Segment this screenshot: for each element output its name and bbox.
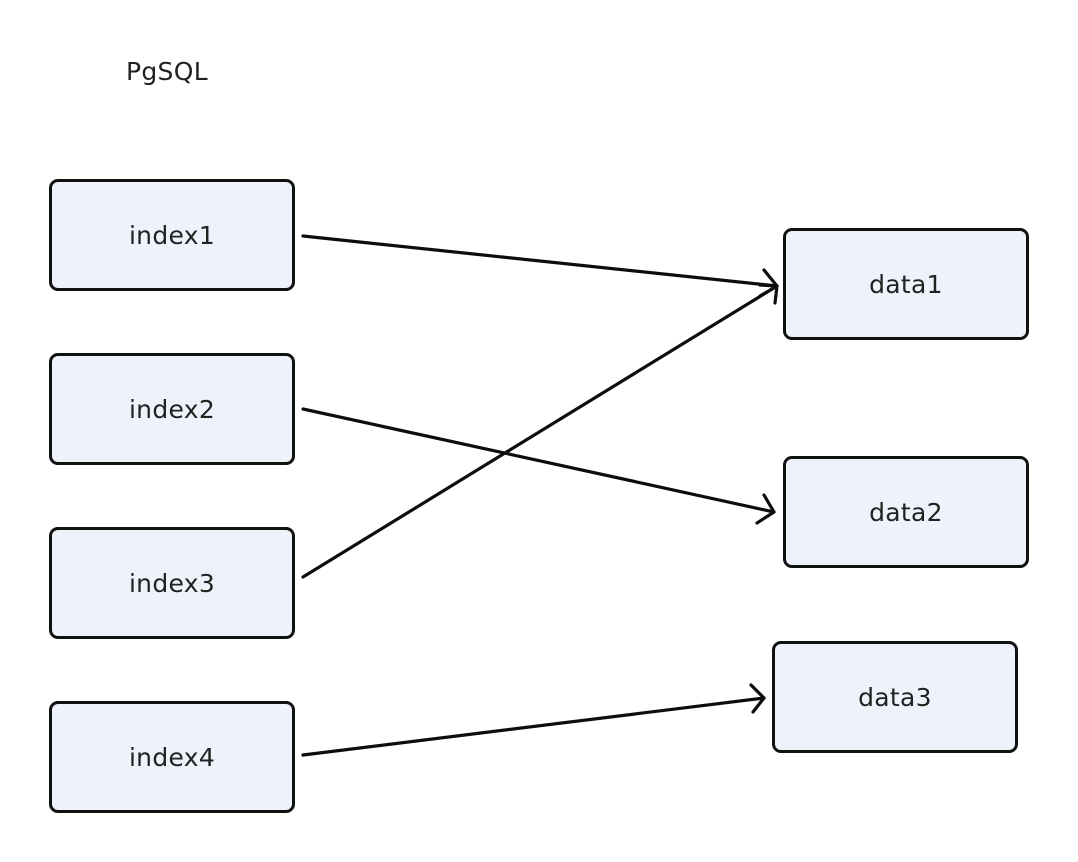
edge-index4-to-data3 [301, 683, 766, 757]
arrowhead-icon [758, 283, 779, 305]
edge-line [301, 234, 779, 288]
node-label: index4 [128, 742, 216, 772]
node-label: data2 [869, 497, 943, 527]
edge-index2-to-data2 [301, 407, 776, 525]
node-data2[interactable]: data2 [783, 456, 1029, 568]
node-data1[interactable]: data1 [783, 228, 1029, 340]
node-label: index1 [128, 220, 216, 250]
diagram-title: PgSQL [126, 57, 208, 86]
node-label: data3 [858, 682, 932, 712]
edge-line [301, 284, 779, 579]
node-label: index3 [128, 568, 216, 598]
arrowhead-icon [755, 493, 776, 525]
node-index4[interactable]: index4 [49, 701, 295, 813]
arrowhead-icon [758, 268, 779, 298]
edge-index3-to-data1 [301, 283, 779, 579]
node-index1[interactable]: index1 [49, 179, 295, 291]
node-label: index2 [128, 394, 216, 424]
node-label: data1 [869, 269, 943, 299]
edge-line [301, 407, 776, 514]
node-data3[interactable]: data3 [772, 641, 1018, 753]
node-index2[interactable]: index2 [49, 353, 295, 465]
edge-line [301, 696, 766, 757]
node-index3[interactable]: index3 [49, 527, 295, 639]
arrowhead-icon [749, 683, 766, 714]
edge-index1-to-data1 [301, 234, 779, 298]
